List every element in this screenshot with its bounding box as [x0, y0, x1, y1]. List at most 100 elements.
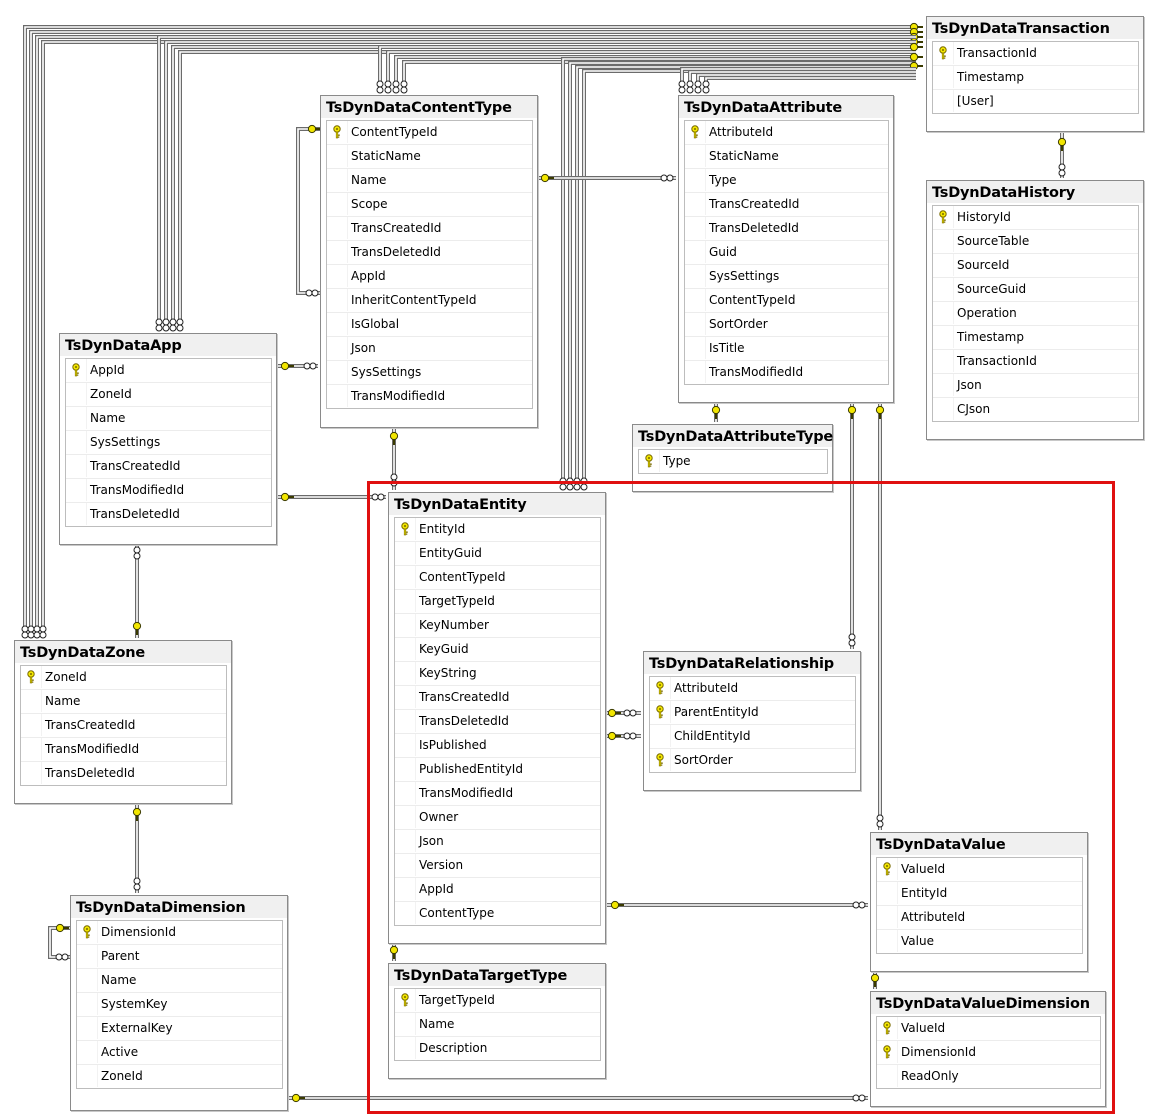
- column-row[interactable]: StaticName: [327, 145, 532, 169]
- column-row[interactable]: Json: [395, 830, 600, 854]
- column-row[interactable]: IsPublished: [395, 734, 600, 758]
- column-row[interactable]: CJson: [933, 398, 1138, 421]
- column-row[interactable]: ExternalKey: [77, 1017, 282, 1041]
- column-row[interactable]: KeyString: [395, 662, 600, 686]
- column-row[interactable]: TransModifiedId: [66, 479, 271, 503]
- column-row[interactable]: TransCreatedId: [395, 686, 600, 710]
- column-row[interactable]: [User]: [933, 90, 1138, 113]
- column-row[interactable]: ParentEntityId: [650, 701, 855, 725]
- column-row[interactable]: TransCreatedId: [685, 193, 888, 217]
- table-title[interactable]: TsDynDataAttribute: [679, 96, 893, 118]
- column-row[interactable]: KeyNumber: [395, 614, 600, 638]
- column-row[interactable]: ZoneId: [66, 383, 271, 407]
- column-row[interactable]: TargetTypeId: [395, 989, 600, 1013]
- column-row[interactable]: TransModifiedId: [685, 361, 888, 384]
- column-row[interactable]: Operation: [933, 302, 1138, 326]
- column-row[interactable]: Parent: [77, 945, 282, 969]
- column-row[interactable]: SysSettings: [66, 431, 271, 455]
- column-row[interactable]: ReadOnly: [877, 1065, 1100, 1088]
- column-row[interactable]: DimensionId: [877, 1041, 1100, 1065]
- column-row[interactable]: SortOrder: [650, 749, 855, 772]
- column-row[interactable]: StaticName: [685, 145, 888, 169]
- column-row[interactable]: SourceId: [933, 254, 1138, 278]
- column-row[interactable]: EntityId: [395, 518, 600, 542]
- column-row[interactable]: Version: [395, 854, 600, 878]
- column-row[interactable]: Name: [77, 969, 282, 993]
- column-row[interactable]: ValueId: [877, 1017, 1100, 1041]
- column-row[interactable]: TransDeletedId: [395, 710, 600, 734]
- column-row[interactable]: TransCreatedId: [327, 217, 532, 241]
- column-row[interactable]: KeyGuid: [395, 638, 600, 662]
- column-row[interactable]: SysSettings: [685, 265, 888, 289]
- table-title[interactable]: TsDynDataAttributeType: [633, 425, 833, 447]
- column-row[interactable]: DimensionId: [77, 921, 282, 945]
- table-title[interactable]: TsDynDataValueDimension: [871, 992, 1105, 1014]
- column-row[interactable]: AppId: [327, 265, 532, 289]
- column-row[interactable]: Owner: [395, 806, 600, 830]
- column-row[interactable]: Type: [639, 450, 827, 473]
- column-row[interactable]: AttributeId: [650, 677, 855, 701]
- column-row[interactable]: Scope: [327, 193, 532, 217]
- column-row[interactable]: Name: [327, 169, 532, 193]
- column-row[interactable]: HistoryId: [933, 206, 1138, 230]
- table-title[interactable]: TsDynDataHistory: [927, 181, 1143, 203]
- column-row[interactable]: TransDeletedId: [66, 503, 271, 526]
- column-row[interactable]: SourceTable: [933, 230, 1138, 254]
- table-title[interactable]: TsDynDataContentType: [321, 96, 537, 118]
- table-title[interactable]: TsDynDataRelationship: [644, 652, 860, 674]
- column-row[interactable]: TransDeletedId: [685, 217, 888, 241]
- column-row[interactable]: Name: [66, 407, 271, 431]
- column-row[interactable]: Active: [77, 1041, 282, 1065]
- table-title[interactable]: TsDynDataDimension: [71, 896, 287, 918]
- column-row[interactable]: PublishedEntityId: [395, 758, 600, 782]
- column-row[interactable]: ChildEntityId: [650, 725, 855, 749]
- table-title[interactable]: TsDynDataEntity: [389, 493, 605, 515]
- column-row[interactable]: SystemKey: [77, 993, 282, 1017]
- column-row[interactable]: Json: [933, 374, 1138, 398]
- column-row[interactable]: ContentType: [395, 902, 600, 925]
- column-row[interactable]: TransModifiedId: [21, 738, 226, 762]
- column-row[interactable]: TransModifiedId: [327, 385, 532, 408]
- column-row[interactable]: AppId: [395, 878, 600, 902]
- column-row[interactable]: ZoneId: [77, 1065, 282, 1088]
- column-row[interactable]: TransactionId: [933, 42, 1138, 66]
- column-row[interactable]: TransDeletedId: [21, 762, 226, 785]
- column-row[interactable]: Description: [395, 1037, 600, 1060]
- column-row[interactable]: Json: [327, 337, 532, 361]
- column-row[interactable]: AttributeId: [685, 121, 888, 145]
- column-row[interactable]: EntityGuid: [395, 542, 600, 566]
- column-row[interactable]: ContentTypeId: [327, 121, 532, 145]
- column-row[interactable]: TransDeletedId: [327, 241, 532, 265]
- column-row[interactable]: TransCreatedId: [66, 455, 271, 479]
- column-row[interactable]: Timestamp: [933, 326, 1138, 350]
- column-row[interactable]: TransCreatedId: [21, 714, 226, 738]
- column-row[interactable]: IsTitle: [685, 337, 888, 361]
- column-row[interactable]: InheritContentTypeId: [327, 289, 532, 313]
- column-row[interactable]: AppId: [66, 359, 271, 383]
- column-row[interactable]: Name: [395, 1013, 600, 1037]
- table-title[interactable]: TsDynDataApp: [60, 334, 276, 356]
- column-row[interactable]: AttributeId: [877, 906, 1082, 930]
- column-row[interactable]: SysSettings: [327, 361, 532, 385]
- column-row[interactable]: EntityId: [877, 882, 1082, 906]
- column-row[interactable]: TargetTypeId: [395, 590, 600, 614]
- column-row[interactable]: TransModifiedId: [395, 782, 600, 806]
- column-row[interactable]: Type: [685, 169, 888, 193]
- column-row[interactable]: ContentTypeId: [685, 289, 888, 313]
- column-row[interactable]: ValueId: [877, 858, 1082, 882]
- column-row[interactable]: SourceGuid: [933, 278, 1138, 302]
- table-title[interactable]: TsDynDataTargetType: [389, 964, 605, 986]
- column-row[interactable]: Name: [21, 690, 226, 714]
- table-title[interactable]: TsDynDataValue: [871, 833, 1087, 855]
